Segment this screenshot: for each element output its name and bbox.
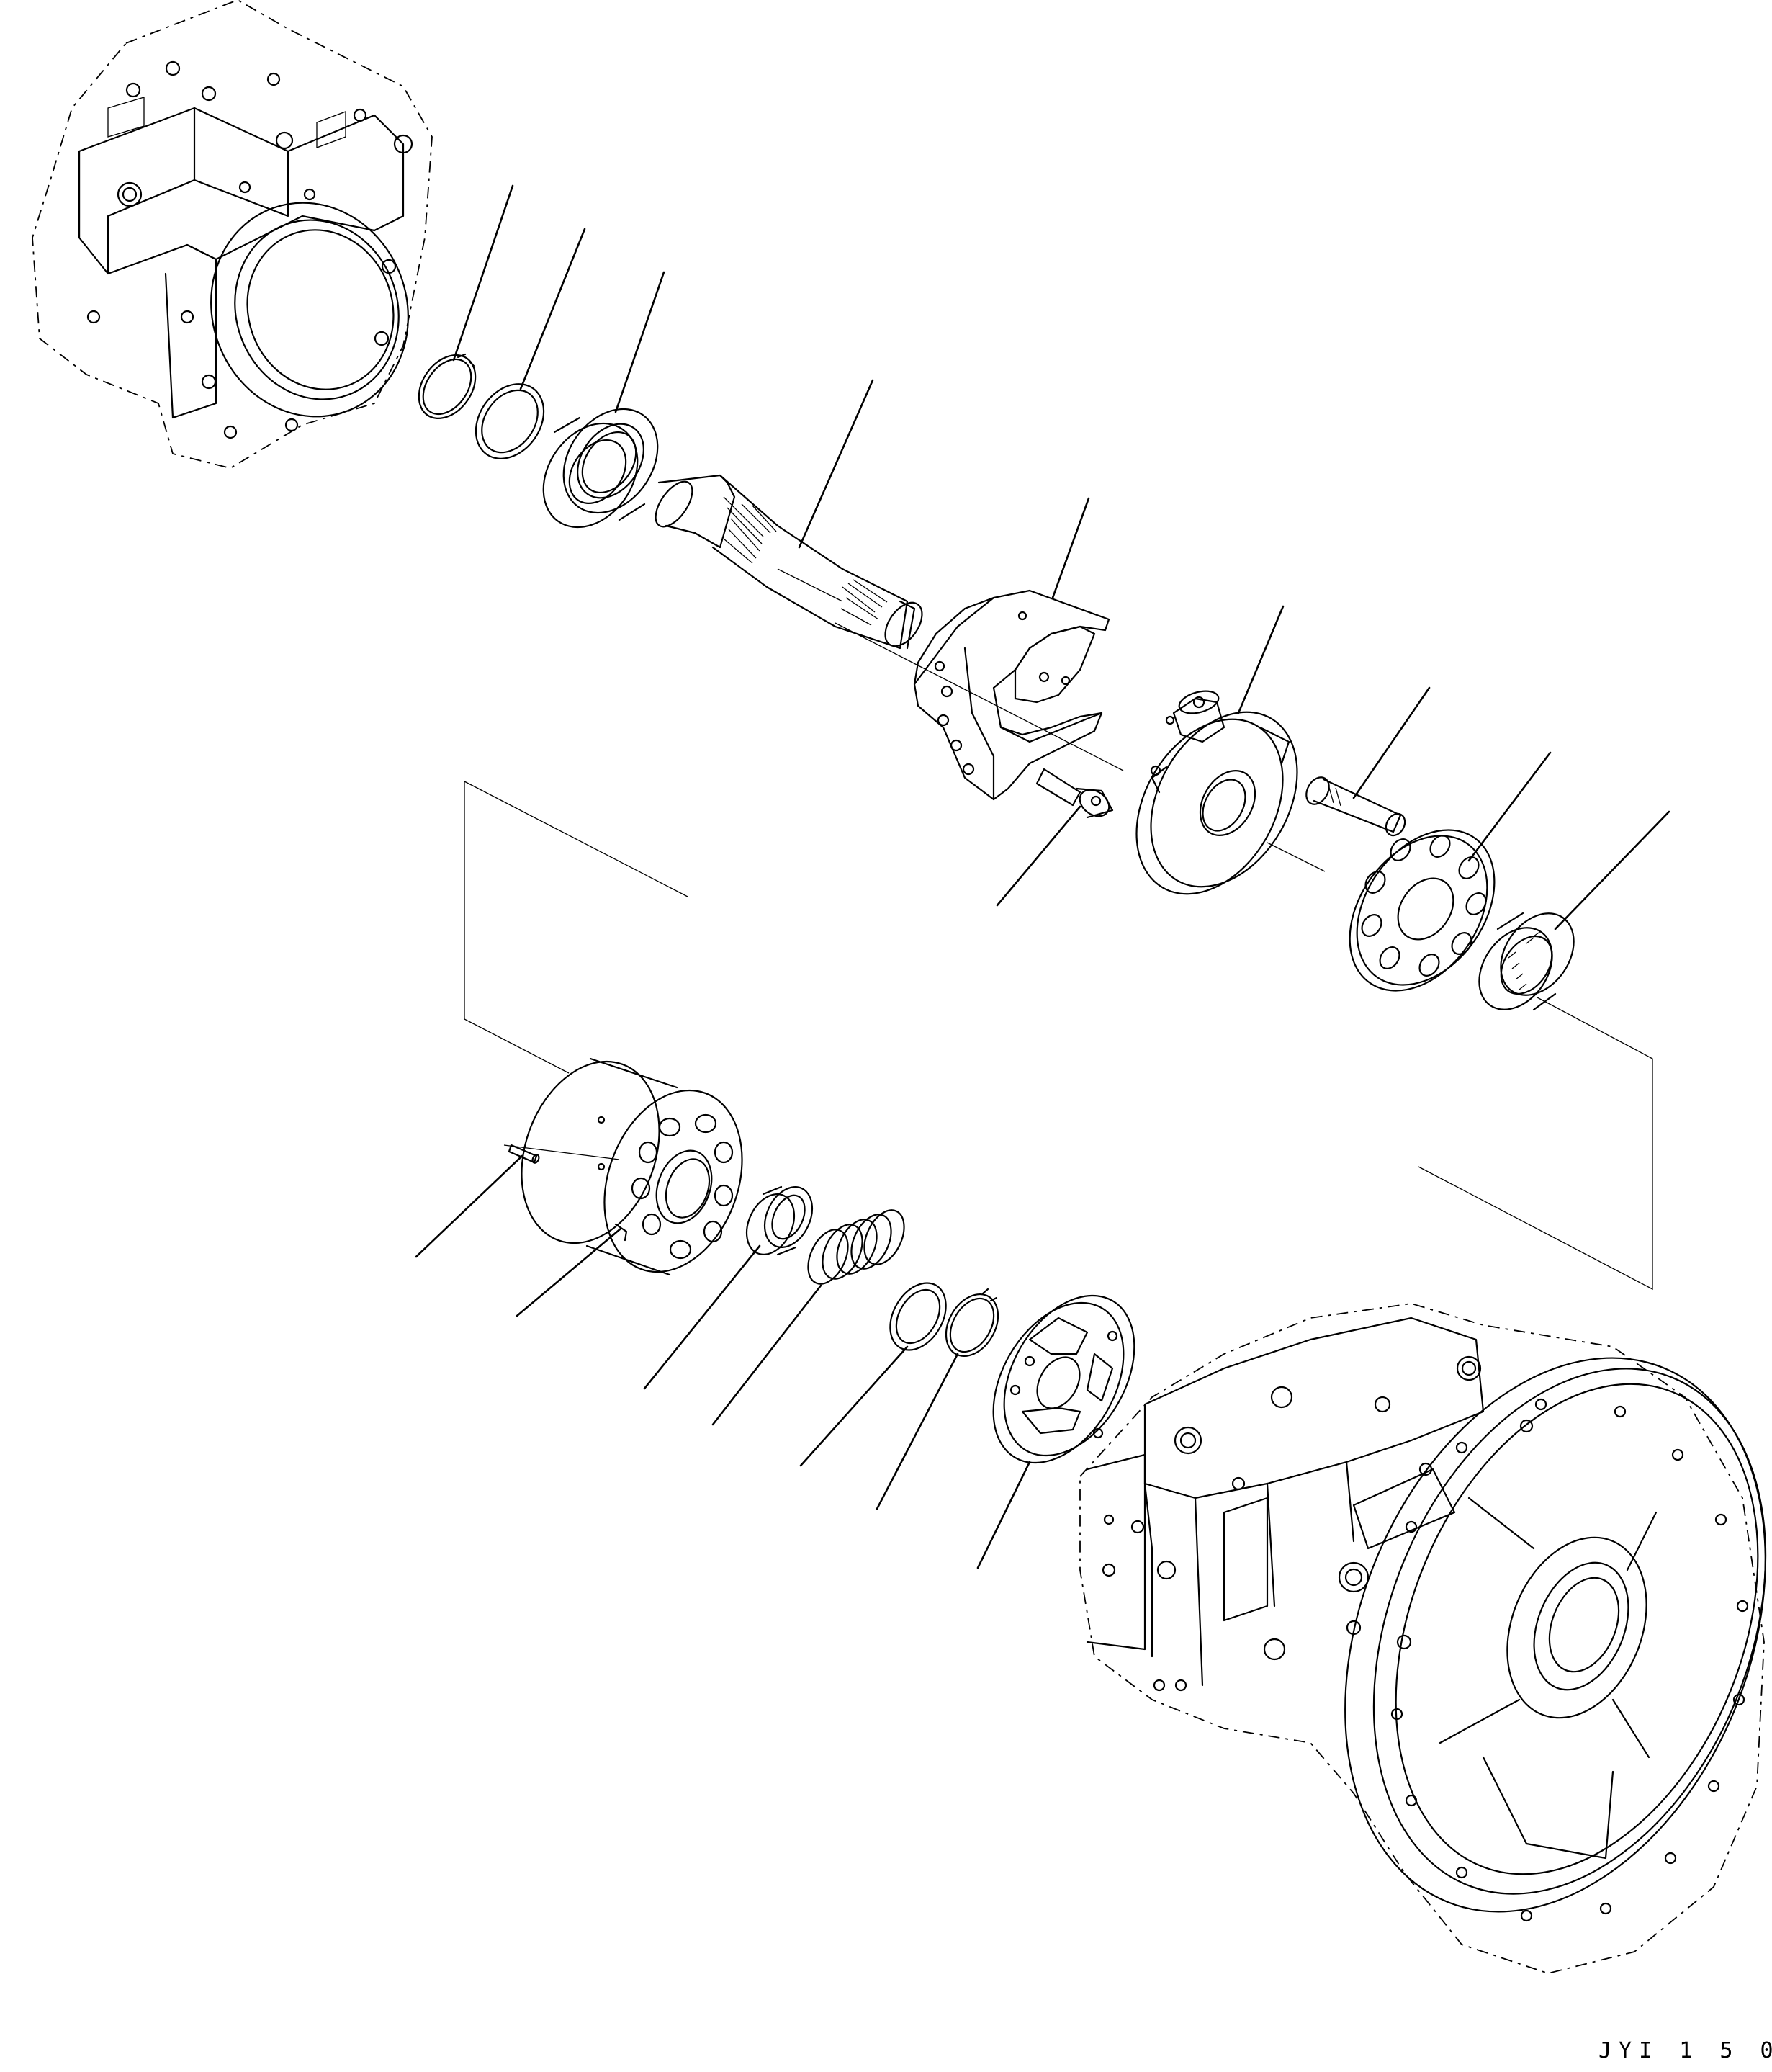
phantom-frame [464,622,1653,1291]
cradle-bolt [1035,768,1114,819]
lower-housing [1079,1303,1767,1974]
spherical-bushing [1478,912,1575,1011]
seal-ring [475,383,545,459]
spring [807,1209,905,1285]
swash-plate [1135,690,1298,895]
guide-pin [1305,776,1406,837]
spacer [745,1185,814,1256]
figure-reference-code: JYI 1 5 0 4 8 [1598,2038,1772,2063]
drive-shaft [655,474,923,650]
washer [889,1282,947,1351]
ball-bearing [542,408,659,529]
upper-housing-outline [32,0,433,469]
snap-ring-2 [945,1288,999,1358]
rocker-cam [913,589,1110,801]
valve-plate [992,1294,1135,1464]
pin [508,1144,540,1164]
leader-lines [415,184,1670,1569]
snap-ring-1 [418,353,477,419]
retainer-plate [1349,829,1496,992]
cylinder-block [521,1057,743,1276]
